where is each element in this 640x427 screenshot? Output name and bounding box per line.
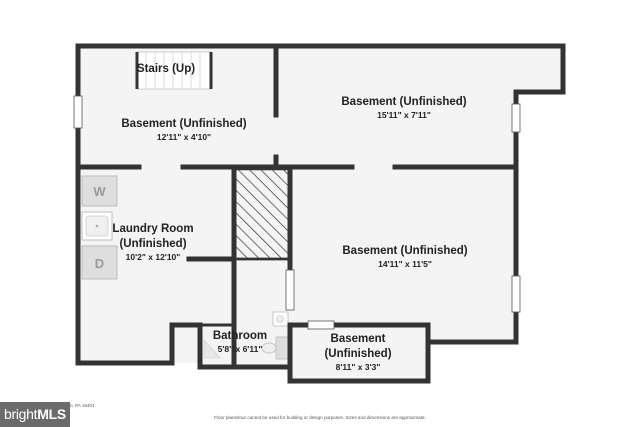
room-bathroom-dims: 5'8" x 6'11": [218, 344, 263, 354]
room-bathroom-name: Bathroom: [213, 330, 267, 342]
windows: [73, 95, 521, 330]
washer-label: W: [93, 184, 106, 199]
bright-mls-watermark: brightMLS: [0, 402, 70, 427]
stairs: [135, 51, 213, 90]
room-basement-ne-dims: 15'11" x 7'11": [377, 110, 431, 120]
dryer-label: D: [95, 256, 104, 271]
room-laundry-name-line1: Laundry Room: [112, 223, 193, 235]
bathroom-fixtures: [203, 311, 289, 360]
dryer-appliance: D: [81, 245, 118, 280]
hatched-column: [232, 167, 292, 261]
stairs-label: Stairs (Up): [137, 63, 195, 75]
room-basement-small-name-line1: Basement: [331, 333, 386, 345]
room-basement-small-name-line2: (Unfinished): [324, 348, 391, 360]
floor-area: [78, 46, 563, 381]
room-basement-nw-name: Basement (Unfinished): [121, 118, 246, 130]
room-laundry-dims: 10'2" x 12'10": [126, 252, 181, 262]
watermark-mls: MLS: [37, 406, 66, 422]
footer-disclaimer: Floor plans/tour cannot be used for buil…: [214, 415, 426, 420]
room-basement-nw-dims: 12'11" x 4'10": [157, 132, 211, 142]
room-basement-se-dims: 14'11" x 11'5": [378, 259, 432, 269]
laundry-sink: [81, 211, 113, 241]
watermark-bright: bright: [4, 406, 38, 422]
room-laundry-name-line2: (Unfinished): [119, 238, 186, 250]
room-basement-ne-name: Basement (Unfinished): [341, 96, 466, 108]
room-basement-small-dims: 8'11" x 3'3": [336, 362, 381, 372]
walls: [75, 43, 566, 384]
washer-appliance: W: [81, 175, 118, 207]
room-basement-se-name: Basement (Unfinished): [342, 245, 467, 257]
